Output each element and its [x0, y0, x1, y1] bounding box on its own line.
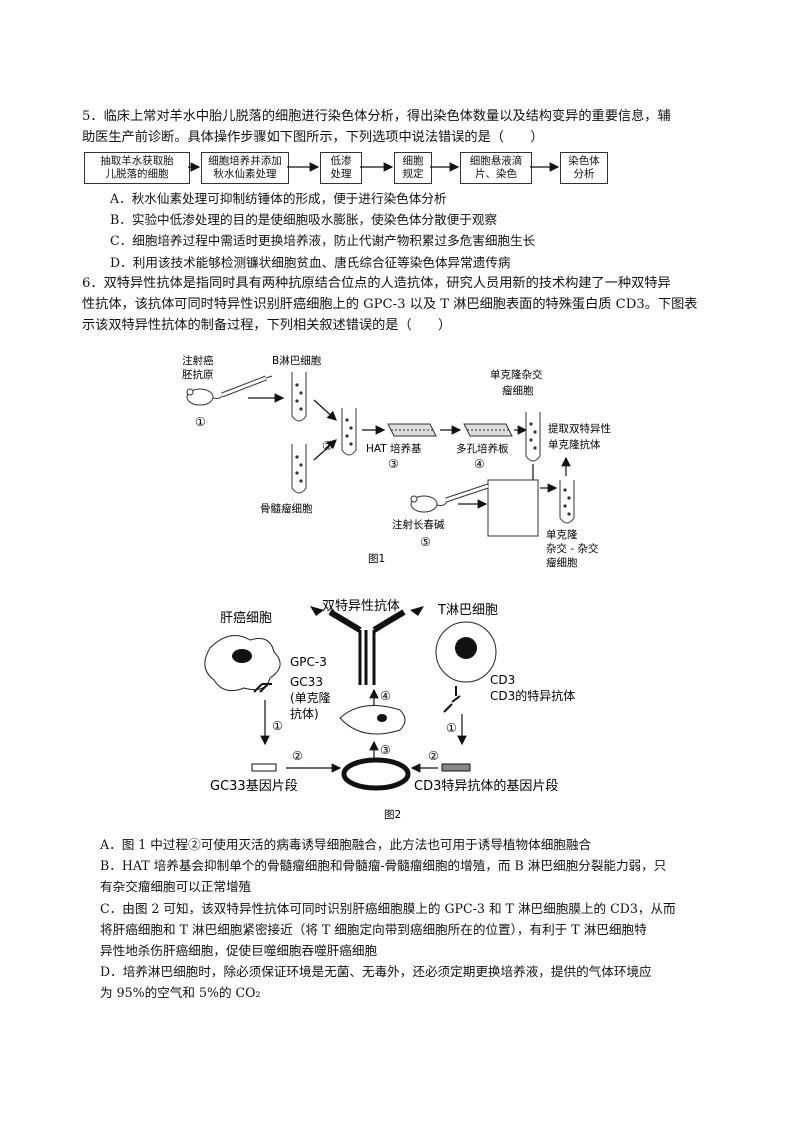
fig2-step-4: ④	[380, 689, 391, 703]
figure-1: 注射癌 胚抗原 ① B淋巴细胞 骨髓瘤细胞 ② HAT 培养基 ③ 多	[182, 354, 611, 569]
cd3-gene-segment	[441, 763, 471, 772]
q6-stem-line3: 示该双特异性抗体的制备过程，下列相关叙述错误的是（ ）	[82, 318, 452, 333]
q5-option-d: D．利用该技术能够检测镰状细胞贫血、唐氏综合征等染色体异常遗传病	[110, 255, 511, 270]
q5-option-a: A．秋水仙素处理可抑制纺锤体的形成，便于进行染色体分析	[110, 191, 447, 206]
culture-plate-icon	[387, 423, 437, 437]
syringe-icon	[445, 483, 489, 503]
fig1-step-2: ②	[322, 439, 333, 453]
q6-stem-line1: 6．双特异性抗体是指同时具有两种抗原结合位点的人造抗体，研究人员用新的技术构建了…	[82, 276, 671, 291]
q6-option-d-line1: D．培养淋巴细胞时，除必须保证环境是无菌、无毒外，还必须定期更换培养液，提供的气…	[100, 964, 652, 979]
fig1-inject-label-1: 注射癌	[182, 354, 214, 367]
fig1-myeloma-label: 骨髓瘤细胞	[260, 502, 313, 515]
q5-stem-line2: 助医生产前诊断。具体操作步骤如下图所示，下列选项中说法错误的是（ ）	[82, 130, 544, 145]
fig2-caption: 图2	[384, 809, 401, 821]
fig1-inject-label-2: 胚抗原	[182, 368, 214, 381]
test-tube-icon	[291, 444, 307, 494]
flow-step-4: 细胞规定	[394, 152, 432, 184]
q6-option-c-line1: C．由图 2 可知，该双特异性抗体可同时识别肝癌细胞膜上的 GPC-3 和 T …	[100, 901, 676, 916]
flow-step-6: 染色体分析	[560, 152, 608, 184]
fig2-step-1-right: ①	[446, 721, 457, 735]
q6-option-b-line2: 有杂交瘤细胞可以正常增殖	[100, 879, 252, 894]
fig1-hybridoma-label-2: 瘤细胞	[502, 384, 534, 397]
fig1-step-4: ④	[474, 457, 485, 471]
flow-step-3: 低渗处理	[320, 152, 362, 184]
cd3-antibody-icon	[443, 686, 461, 713]
mouse-icon	[186, 388, 224, 406]
q6-option-c-line3: 异性地杀伤肝癌细胞，促使巨噬细胞吞噬肝癌细胞	[100, 943, 378, 958]
fig1-step-5: ⑤	[420, 535, 431, 549]
fig1-fusion-box	[487, 479, 539, 537]
fig1-inject2-label: 注射长春碱	[392, 518, 445, 531]
fig1-step-1: ①	[195, 415, 206, 429]
fig1-step-3: ③	[388, 457, 399, 471]
gc33-gene-segment	[251, 763, 277, 772]
fig2-cd3-gene-label: CD3特异抗体的基因片段	[414, 778, 558, 794]
fig2-step-2-right: ②	[428, 749, 439, 763]
q6-option-d-line2: 为 95%的空气和 5%的 CO₂	[100, 985, 261, 1000]
liver-cancer-cell-icon	[204, 635, 281, 692]
test-tube-icon	[559, 480, 575, 524]
q6-option-b-line1: B．HAT 培养基会抑制单个的骨髓瘤细胞和骨髓瘤-骨髓瘤细胞的增殖，而 B 淋巴…	[100, 858, 667, 873]
fig1-b-cell-label: B淋巴细胞	[272, 354, 322, 367]
fig2-gc33-label: GC33	[290, 675, 323, 689]
fig2-liver-label: 肝癌细胞	[220, 610, 272, 626]
flow-step-5: 细胞悬液滴片、染色	[460, 152, 532, 184]
hybridoma-cell-icon	[339, 705, 406, 735]
fig1-plate-label: 多孔培养板	[456, 442, 509, 455]
fig2-step-3: ③	[380, 743, 391, 757]
q6-option-c-line2: 将肝癌细胞和 T 淋巴细胞紧密接近（将 T 细胞定向带到癌细胞所在的位置），有利…	[100, 922, 647, 937]
fig2-cd3-antibody-label: CD3的特异抗体	[490, 688, 575, 703]
figure-2: 双特异性抗体 肝癌细胞 T淋巴细胞 GPC-3 GC33 (单克隆 抗体) CD…	[204, 599, 575, 821]
test-tube-icon	[341, 408, 357, 456]
fig2-gpc3-label: GPC-3	[290, 655, 327, 669]
bispecific-antibody-icon	[310, 606, 424, 685]
fig2-gc33-gene-label: GC33基因片段	[210, 779, 298, 794]
flow-step-1: 抽取羊水获取胎儿脱落的细胞	[84, 152, 190, 184]
q6-option-a: A．图 1 中过程②可使用灭活的病毒诱导细胞融合，此方法也可用于诱导植物体细胞融…	[100, 837, 592, 852]
q5-option-b: B．实验中低渗处理的目的是使细胞吸水膨胀，使染色体分散便于观察	[110, 212, 498, 227]
fig1-caption: 图1	[368, 553, 385, 565]
fig1-hh-label-3: 瘤细胞	[546, 556, 578, 569]
gc33-antibody-icon	[253, 683, 272, 693]
q5-option-c: C．细胞培养过程中需适时更换培养液，防止代谢产物积累过多危害细胞生长	[110, 233, 536, 248]
fig1-hh-label-2: 杂交 - 杂交	[546, 542, 599, 555]
fig2-step-2-left: ②	[292, 749, 303, 763]
fig2-tcell-label: T淋巴细胞	[437, 603, 498, 618]
fig2-cd3-label: CD3	[490, 673, 515, 687]
flow-step-2: 细胞培养并添加秋水仙素处理	[201, 152, 289, 184]
fig2-gc33-note-1: (单克隆	[290, 690, 331, 705]
fig2-step-1-left: ①	[272, 719, 283, 733]
test-tube-icon	[291, 372, 307, 422]
fig2-bispecific-label: 双特异性抗体	[322, 599, 400, 614]
t-cell-icon	[435, 621, 497, 683]
fig1-hh-label-1: 单克隆	[546, 528, 578, 541]
fig1-extract-label-1: 提取双特异性	[548, 422, 611, 435]
plasmid-icon	[341, 757, 411, 791]
q6-stem-line2: 性抗体，该抗体可同时特异性识别肝癌细胞上的 GPC-3 以及 T 淋巴细胞表面的…	[82, 297, 698, 312]
fig1-extract-label-2: 单克隆抗体	[548, 438, 601, 451]
fig2-gc33-note-2: 抗体)	[290, 706, 319, 721]
mouse-icon	[410, 495, 448, 513]
syringe-icon	[221, 375, 273, 398]
multiwell-plate-icon	[463, 423, 513, 437]
fig1-hat-label: HAT 培养基	[366, 442, 422, 455]
q5-stem-line1: 5．临床上常对羊水中胎儿脱落的细胞进行染色体分析，得出染色体数量以及结构变异的重…	[82, 109, 671, 124]
flow-arrows	[188, 162, 560, 172]
test-tube-icon	[525, 412, 541, 462]
fig1-hybridoma-label-1: 单克隆杂交	[490, 368, 543, 381]
